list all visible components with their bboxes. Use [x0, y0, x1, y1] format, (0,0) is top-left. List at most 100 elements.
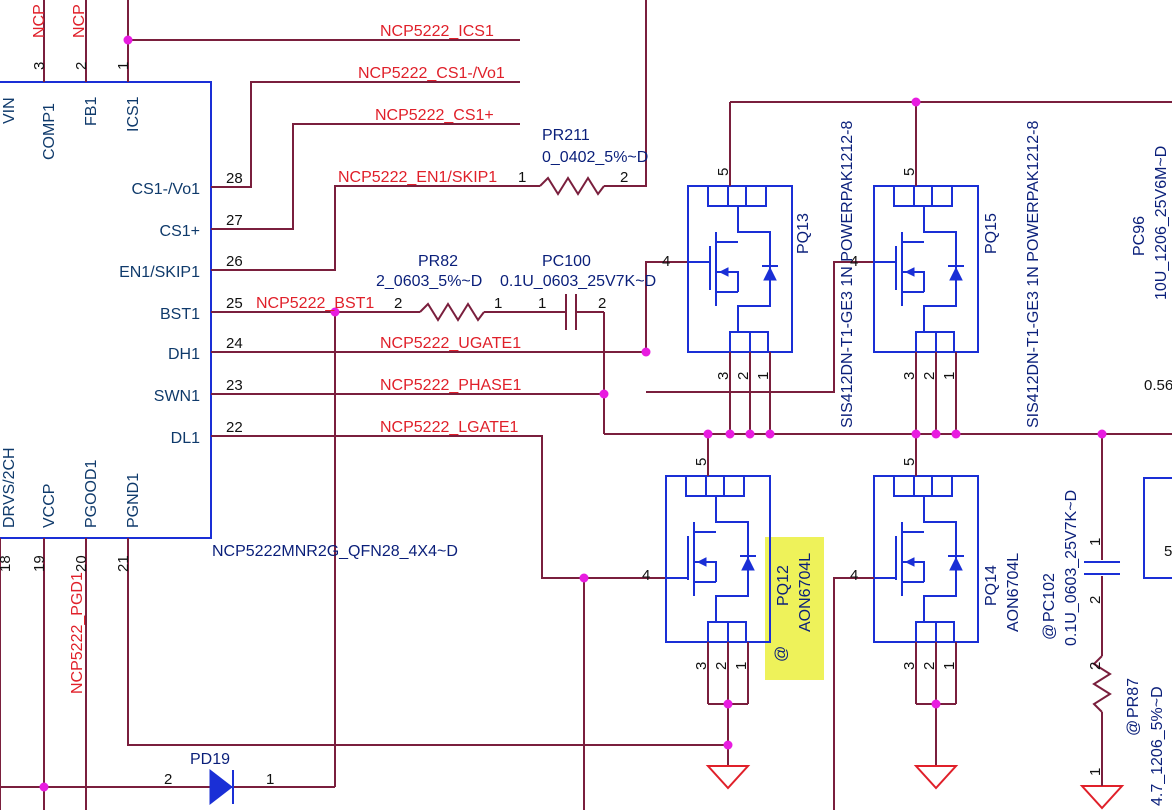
- ground-symbol: [705, 765, 751, 790]
- pq15-mosfet[interactable]: [873, 185, 979, 353]
- pq13-value: SIS412DN-T1-GE3 1N POWERPAK1212-8: [839, 121, 856, 428]
- svg-text:1: 1: [733, 662, 750, 670]
- svg-text:3: 3: [901, 372, 918, 380]
- ncp5222-ic[interactable]: [0, 81, 212, 539]
- net-label-en1-skip1: NCP5222_EN1/SKIP1: [338, 169, 497, 186]
- pin-number: 26: [226, 253, 243, 270]
- svg-text:3: 3: [715, 372, 732, 380]
- pin-fb1-label: FB1: [83, 97, 100, 126]
- svg-text:5: 5: [901, 168, 918, 176]
- pr211-resistor[interactable]: [539, 176, 605, 196]
- pin-swn1-label: SWN1: [154, 388, 200, 405]
- pc100-value: 0.1U_0603_25V7K~D: [500, 273, 656, 290]
- pin-number: 2: [1087, 662, 1104, 670]
- svg-text:5: 5: [715, 168, 732, 176]
- pin-number: 1: [518, 169, 526, 186]
- pin-pgood1-label: PGOOD1: [83, 459, 100, 528]
- svg-text:4: 4: [662, 253, 670, 270]
- svg-text:3: 3: [693, 662, 710, 670]
- pin-vin-label: VIN: [1, 97, 18, 124]
- pin-number: 2: [164, 771, 172, 788]
- pin-number: 1: [494, 295, 502, 312]
- pc100-ref: PC100: [542, 253, 591, 270]
- pr211-ref: PR211: [542, 127, 590, 144]
- pin-cs1-plus-label: CS1+: [160, 223, 200, 240]
- pin-number: 19: [31, 555, 48, 572]
- pq13-mosfet[interactable]: [687, 185, 793, 353]
- pin-number: 24: [226, 335, 243, 352]
- pd19-diode[interactable]: [209, 768, 335, 806]
- pr211-value: 0_0402_5%~D: [542, 149, 648, 166]
- pin-number: 21: [115, 555, 132, 572]
- svg-text:2: 2: [921, 372, 938, 380]
- pin-ics1-label: ICS1: [125, 96, 142, 132]
- svg-text:1: 1: [941, 662, 958, 670]
- pin-bst1-label: BST1: [160, 306, 200, 323]
- pc102-mark: @: [1041, 624, 1058, 640]
- ic-pin-wires: [211, 81, 666, 579]
- pin-number: 1: [115, 62, 132, 70]
- pin-number: 23: [226, 377, 243, 394]
- pin-comp1-label: COMP1: [41, 103, 58, 160]
- svg-text:2: 2: [735, 372, 752, 380]
- pq14-mosfet[interactable]: [873, 475, 979, 643]
- svg-text:4: 4: [642, 567, 650, 584]
- pc96-value: 10U_1206_25V6M~D: [1153, 146, 1170, 300]
- pin-cs1-vo1-label: CS1-/Vo1: [132, 181, 201, 198]
- pc100-capacitor[interactable]: [565, 294, 577, 330]
- pin-number: 25: [226, 295, 243, 312]
- svg-text:2: 2: [921, 662, 938, 670]
- pr82-resistor[interactable]: [419, 302, 485, 322]
- pin-number: 1: [1087, 768, 1104, 776]
- pin-dl1-label: DL1: [171, 430, 200, 447]
- net-label-phase1: NCP5222_PHASE1: [380, 377, 522, 394]
- mosfet-leads: [583, 102, 957, 810]
- svg-text:1: 1: [755, 372, 772, 380]
- ground-symbol: [1079, 785, 1125, 810]
- pr82-value: 2_0603_5%~D: [376, 273, 482, 290]
- pr87-ref: PR87: [1125, 678, 1142, 718]
- pin-en1-skip1-label: EN1/SKIP1: [119, 264, 200, 281]
- net-label-pgd1: NCP5222_PGD1: [69, 572, 86, 694]
- pc96-ref: PC96: [1131, 216, 1148, 256]
- pin-number: 18: [0, 555, 14, 572]
- pin-number: 2: [620, 169, 628, 186]
- pin-dh1-label: DH1: [168, 346, 200, 363]
- pq12-mosfet[interactable]: [665, 475, 771, 643]
- svg-text:5: 5: [693, 458, 710, 466]
- net-label: NCP: [31, 4, 48, 38]
- net-label-ugate1: NCP5222_UGATE1: [380, 335, 521, 352]
- pin-number: 2: [73, 62, 90, 70]
- svg-text:2: 2: [713, 662, 730, 670]
- net-label-cs1-vo1: NCP5222_CS1-/Vo1: [358, 65, 505, 82]
- pr82-ref: PR82: [418, 253, 458, 270]
- net-label: NCP: [71, 4, 88, 38]
- pc102-capacitor[interactable]: [1084, 561, 1120, 575]
- svg-text:1: 1: [941, 372, 958, 380]
- ground-symbol: [913, 765, 959, 790]
- pr87-value: 4.7_1206_5%~D: [1149, 686, 1166, 806]
- ic-bottom-pin-wires: [0, 538, 728, 810]
- pin-number: 1: [538, 295, 546, 312]
- mosfet-pin-numbers: 5 4 3 2 1 5 4 3 2 1 5 4 3 2 1 5 4 3 2 1: [642, 168, 958, 670]
- pin-number: 2: [598, 295, 606, 312]
- pq15-value: SIS412DN-T1-GE3 1N POWERPAK1212-8: [1025, 121, 1042, 428]
- pr87-resistor[interactable]: [1092, 655, 1112, 713]
- svg-text:4: 4: [850, 567, 858, 584]
- net-label-lgate1: NCP5222_LGATE1: [380, 419, 519, 436]
- pd19-ref: PD19: [190, 751, 230, 768]
- pin-number: 20: [73, 555, 90, 572]
- pc102-ref: PC102: [1041, 573, 1058, 622]
- pin-vccp-label: VCCP: [41, 484, 58, 528]
- net-label-cs1-plus: NCP5222_CS1+: [375, 107, 494, 124]
- net-label-ics1: NCP5222_ICS1: [380, 23, 494, 40]
- edge-pin-text: 5: [1164, 543, 1172, 560]
- svg-text:4: 4: [850, 253, 858, 270]
- pin-number: 1: [266, 771, 274, 788]
- pin-number: 28: [226, 170, 243, 187]
- pq15-ref: PQ15: [983, 213, 1000, 254]
- svg-text:5: 5: [901, 458, 918, 466]
- pq12-value: AON6704L: [797, 553, 814, 632]
- pin-number: 22: [226, 419, 243, 436]
- edge-value-text: 0.56: [1144, 377, 1172, 394]
